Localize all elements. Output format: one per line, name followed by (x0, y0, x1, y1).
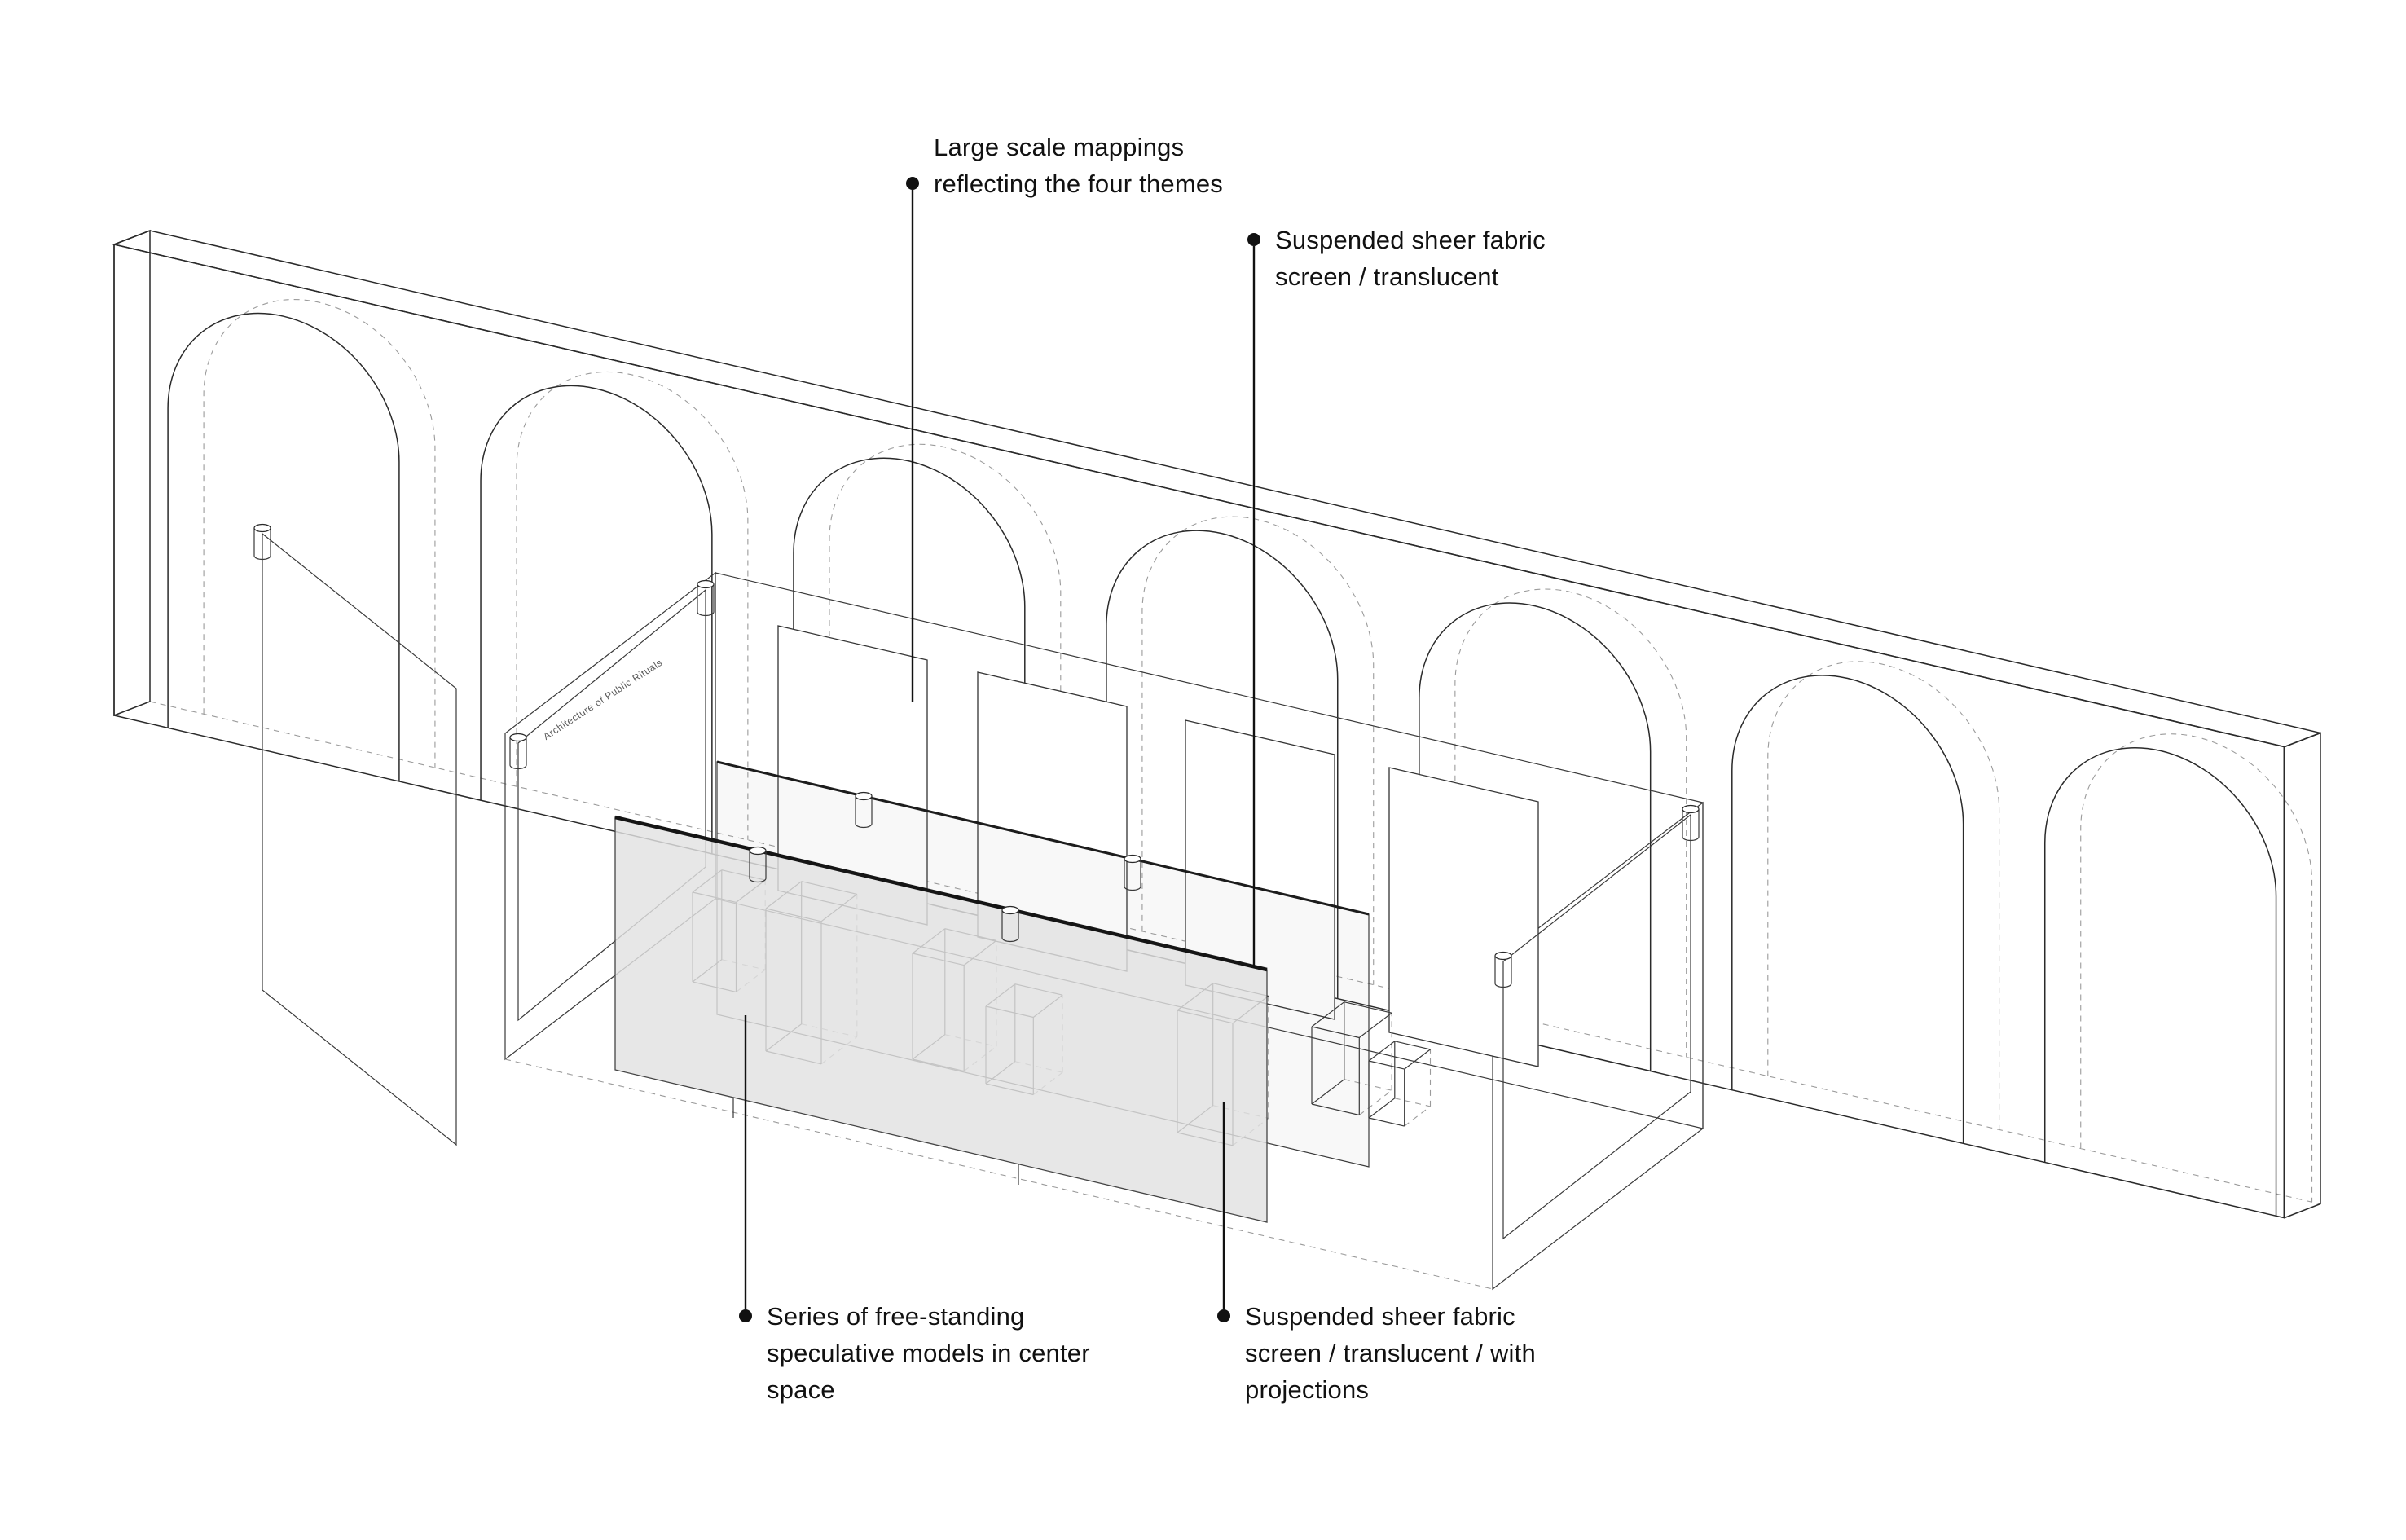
annotation-line: Suspended sheer fabric (1275, 226, 1546, 254)
post-cylinder-body (1124, 859, 1141, 891)
arcade-hidden-edges (150, 263, 2320, 1204)
dot-models (739, 1309, 752, 1322)
model-box (1311, 1001, 1392, 1116)
suspension-posts (253, 523, 1700, 988)
annotation-mappings: Large scale mappings reflecting the four… (934, 129, 1223, 202)
annotation-models: Series of free-standing speculative mode… (767, 1298, 1090, 1408)
post-cylinder-body (1494, 956, 1512, 988)
annotation-line: space (767, 1375, 835, 1404)
annotation-screen-projections: Suspended sheer fabric screen / transluc… (1245, 1298, 1536, 1408)
post-cylinder-top (1124, 854, 1141, 864)
annotation-leaders (739, 177, 1260, 1322)
post-cylinder-top (253, 523, 271, 533)
annotation-line: speculative models in center (767, 1339, 1090, 1367)
dot-screen-translucent (1247, 233, 1260, 246)
dot-screen-projections (1217, 1309, 1230, 1322)
right-sheer-screen (1502, 813, 1691, 1240)
post-cylinder-body (253, 528, 271, 561)
post-cylinder-top (509, 733, 527, 742)
annotation-line: Series of free-standing (767, 1302, 1025, 1331)
dot-mappings (906, 177, 919, 190)
arcade-right-face (2284, 732, 2321, 1219)
post-cylinder-body (749, 851, 767, 883)
annotation-line: projections (1245, 1375, 1370, 1404)
room-right-wall (1492, 801, 1704, 1291)
mapping-panel-4 (1388, 767, 1539, 1067)
post-cylinder-body (509, 737, 527, 770)
post-cylinder-body (1001, 910, 1019, 943)
sheer-screen-projections-top-rail (614, 815, 1268, 972)
model-box-hidden-edges (1394, 1049, 1432, 1127)
post-cylinder-body (855, 796, 873, 829)
post-cylinder-top (1001, 905, 1019, 915)
arcade-arches (168, 289, 2276, 1216)
annotation-line: Suspended sheer fabric (1245, 1302, 1515, 1331)
post-cylinder-top (749, 846, 767, 856)
arcade-wall (112, 229, 2323, 1219)
model-box-hidden-edges (1344, 1013, 1392, 1115)
arcade-top-face (112, 230, 2323, 748)
exhibition-room (504, 571, 1704, 1291)
post-cylinder-body (1682, 809, 1700, 842)
annotation-line: screen / translucent (1275, 262, 1499, 291)
annotation-screen-translucent: Suspended sheer fabric screen / transluc… (1275, 222, 1546, 295)
speculative-models-right (1311, 1001, 1432, 1127)
model-box (1368, 1041, 1431, 1127)
sheer-screen-projections (614, 815, 1268, 1223)
sheer-screen-translucent-top-rail (716, 760, 1370, 916)
post-cylinder-top (697, 579, 715, 589)
mapping-panel-3 (1185, 719, 1335, 1020)
mapping-panels (777, 625, 1539, 1067)
annotation-line: screen / translucent / with (1245, 1339, 1536, 1367)
entry-sheer-screen (262, 532, 457, 1146)
annotation-line: Large scale mappings (934, 133, 1185, 161)
post-cylinder-top (855, 791, 873, 801)
arcade-left-face (113, 229, 151, 717)
annotation-line: reflecting the four themes (934, 169, 1223, 198)
post-cylinder-top (1682, 804, 1700, 814)
post-cylinder-body (697, 584, 715, 617)
post-cylinder-top (1494, 951, 1512, 961)
screen-feet (732, 1098, 1019, 1185)
